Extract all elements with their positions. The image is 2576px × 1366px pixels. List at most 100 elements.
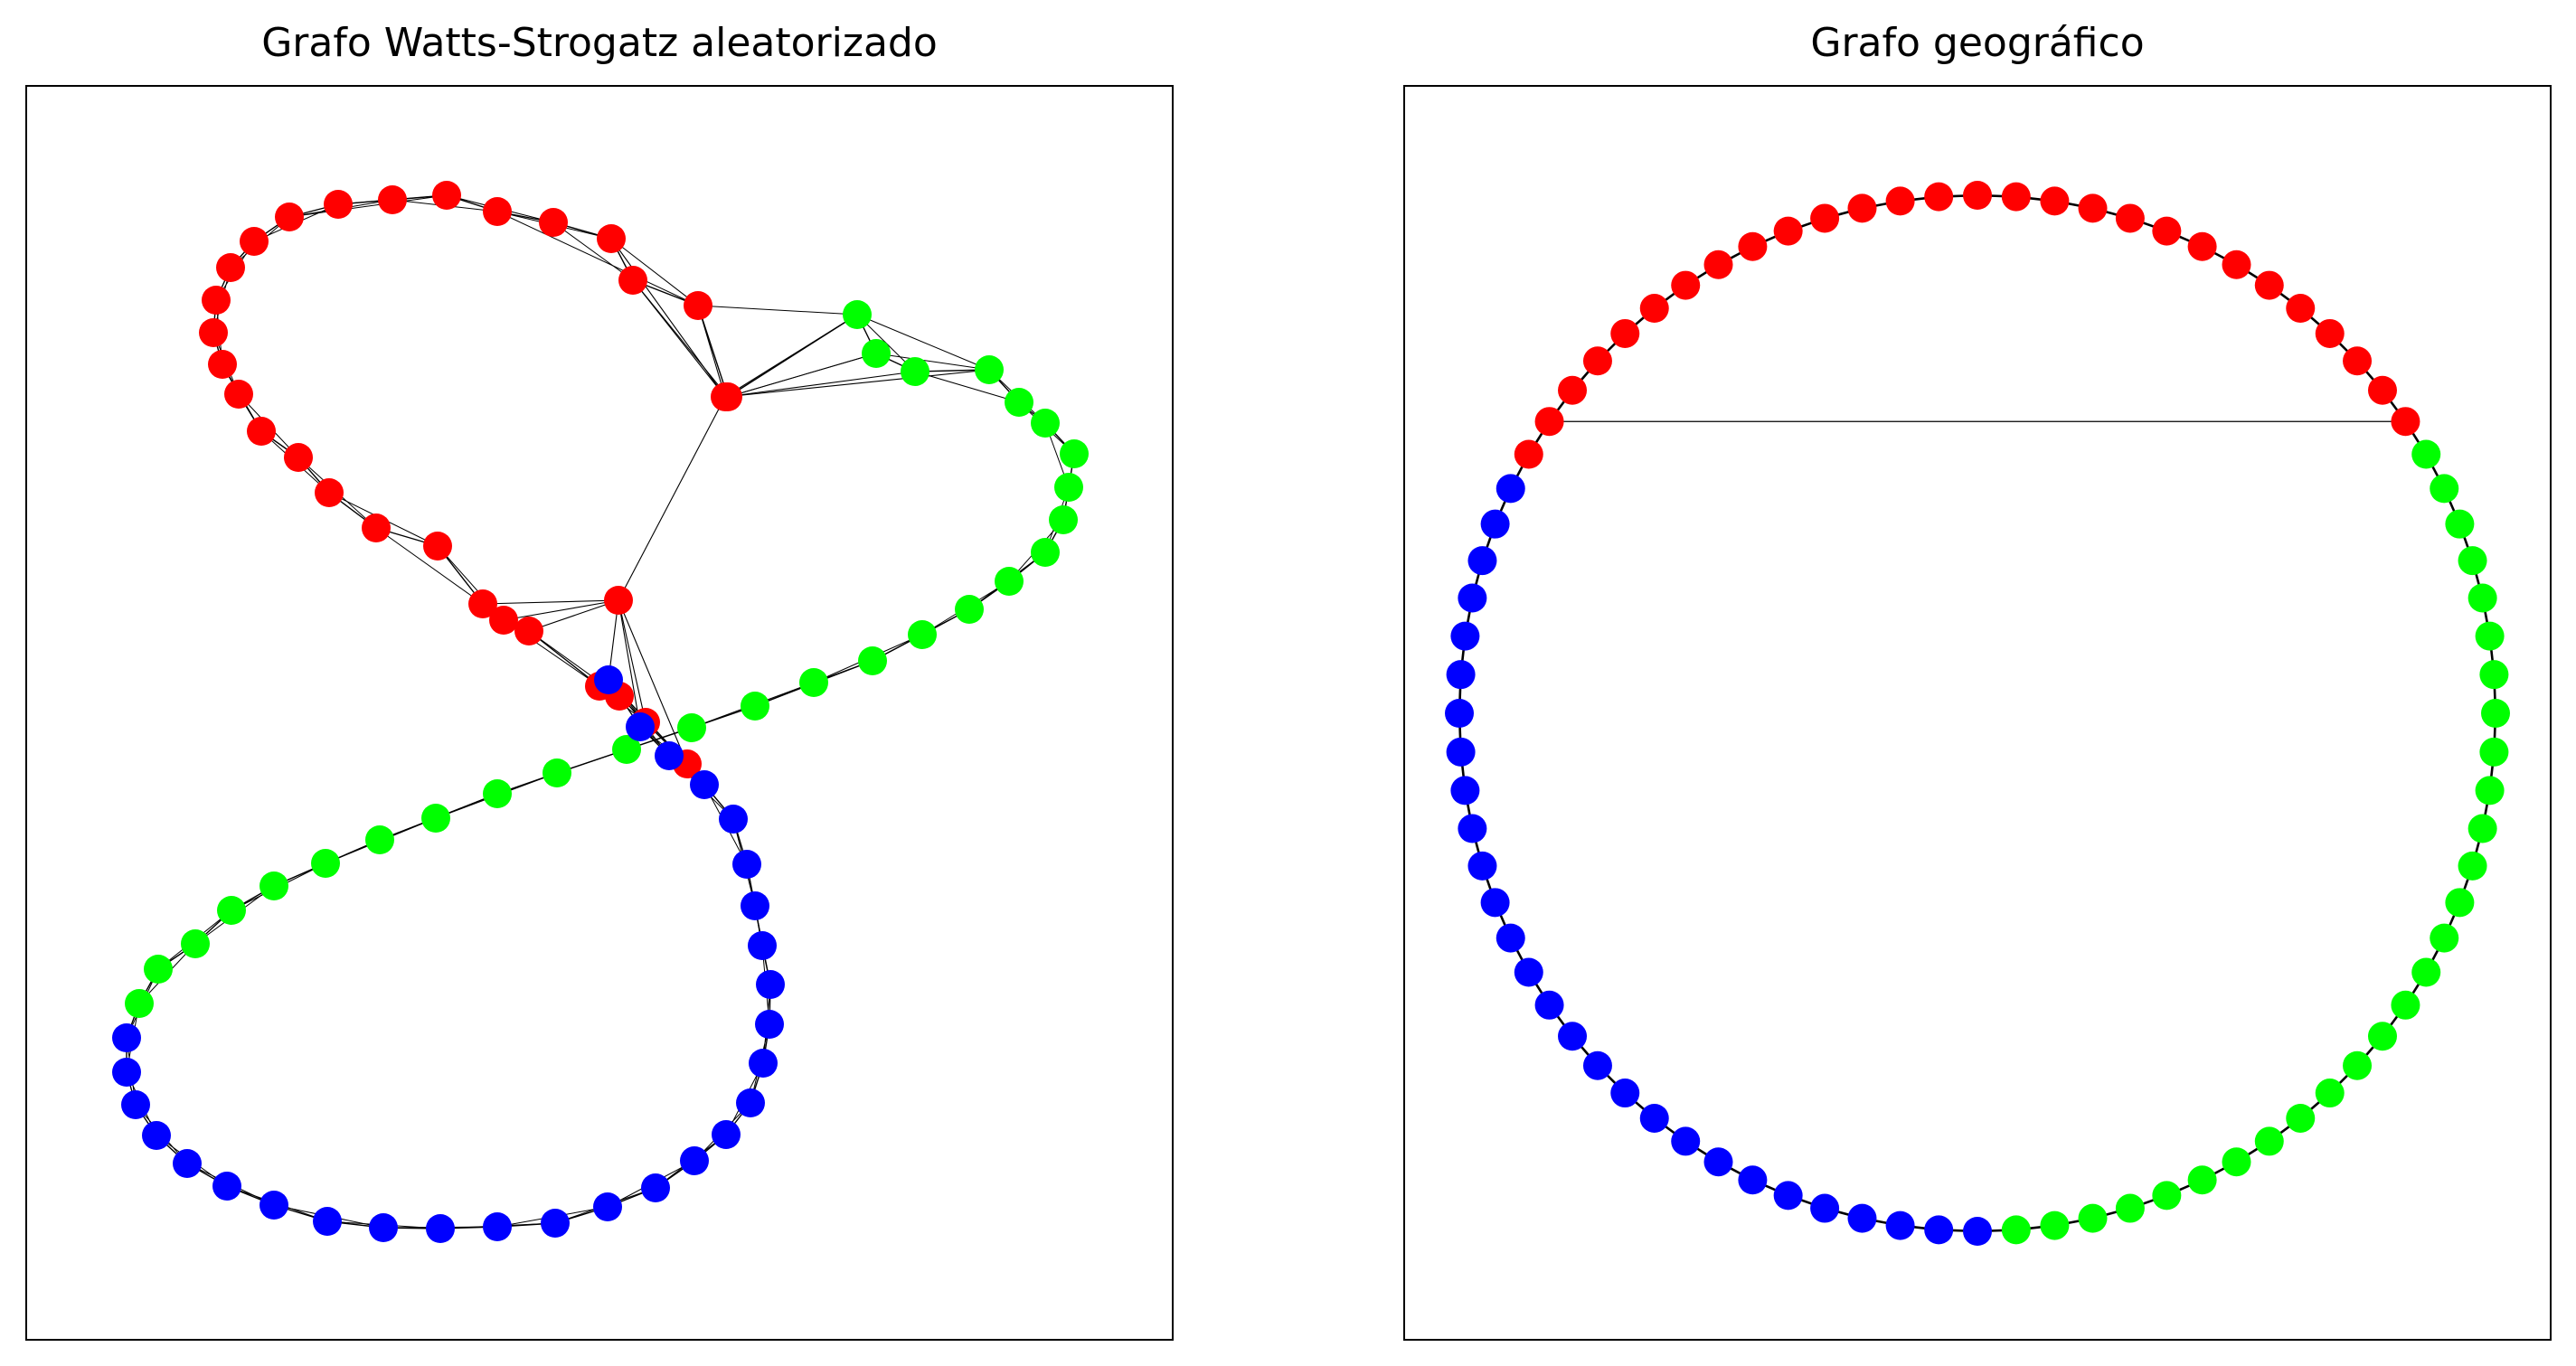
graph-node [1810, 1193, 1840, 1223]
graph-node [749, 1049, 778, 1078]
graph-node [711, 382, 740, 411]
graph-node [369, 1213, 398, 1242]
graph-edge [618, 599, 646, 723]
graph-edge [724, 371, 916, 398]
graph-edge [914, 371, 1020, 403]
graph-node [2315, 1079, 2345, 1108]
graph-node [1703, 250, 1733, 279]
graph-node [1060, 439, 1089, 468]
graph-edge [288, 194, 448, 218]
graph-node [1558, 375, 1588, 405]
graph-node [1963, 181, 1992, 210]
graph-node [732, 850, 761, 879]
graph-edge [503, 599, 619, 621]
graph-node [858, 646, 887, 675]
graph-node [2475, 776, 2505, 805]
graph-node [1446, 737, 1476, 767]
graph-node [284, 443, 313, 472]
graph-node [748, 931, 777, 960]
graph-edge [496, 211, 699, 306]
graph-node [2222, 1147, 2251, 1177]
graph-edge [528, 599, 619, 632]
graph-node [2479, 660, 2509, 690]
graph-node [1514, 957, 1543, 987]
graph-node [275, 203, 304, 231]
graph-node [541, 1209, 570, 1238]
graph-node [756, 970, 785, 999]
graph-edge [618, 599, 688, 765]
graph-node [483, 1212, 512, 1241]
graph-node [741, 692, 769, 721]
graph-node [483, 779, 512, 808]
graph-node [144, 955, 173, 984]
graph-node [2115, 1193, 2145, 1223]
graph-node [378, 185, 407, 214]
graph-node [2467, 583, 2497, 613]
graph-node [112, 1058, 141, 1087]
graph-node [426, 1214, 455, 1243]
graph-node [1738, 1165, 1768, 1195]
graph-edge [618, 599, 641, 728]
graph-node [1582, 346, 1612, 376]
graph-node [626, 712, 655, 741]
graph-node [2187, 231, 2217, 261]
graph-node [680, 1146, 709, 1175]
graph-node [2430, 923, 2459, 953]
graph-node [736, 1088, 765, 1117]
graph-node [2458, 546, 2487, 576]
geographic-graph [1445, 181, 2510, 1246]
graph-node [259, 871, 288, 900]
graph-edge [552, 221, 634, 281]
graph-node [655, 741, 684, 770]
graph-node [2078, 1203, 2108, 1233]
graph-node [423, 532, 452, 561]
graph-node [901, 357, 929, 386]
graph-node [612, 735, 641, 764]
graph-node [618, 266, 647, 295]
graph-node [468, 589, 497, 618]
graph-node [2445, 888, 2475, 918]
graph-node [2445, 509, 2475, 539]
graph-node [2040, 1211, 2070, 1240]
graph-node [247, 417, 276, 446]
graph-node [2479, 737, 2509, 767]
graph-node [755, 1010, 784, 1039]
graph-node [2115, 203, 2145, 233]
graph-node [324, 190, 353, 219]
graph-node [1703, 1147, 1733, 1177]
graph-node [2458, 851, 2487, 881]
graph-node [1963, 1217, 1992, 1246]
graph-edge [618, 396, 726, 601]
graph-node [593, 1192, 622, 1221]
graph-node [1458, 583, 1487, 613]
graph-edge [610, 238, 699, 306]
graph-node [202, 286, 231, 315]
graph-node [539, 208, 568, 237]
graph-node [1534, 407, 1564, 437]
graph-node [208, 350, 237, 379]
left-panel-title: Grafo Watts-Strogatz aleatorizado [261, 20, 938, 66]
graph-node [1810, 203, 1840, 233]
graph-edge [697, 305, 726, 398]
graph-node [799, 668, 828, 697]
graph-node [1450, 776, 1480, 805]
graph-node [1514, 439, 1543, 469]
graph-node [432, 181, 461, 210]
graph-node [112, 1023, 141, 1052]
graph-node [2411, 439, 2441, 469]
graph-edge [610, 238, 726, 398]
graph-node [1467, 546, 1497, 576]
graph-edge [697, 305, 858, 316]
graph-node [2481, 699, 2510, 728]
graph-node [908, 620, 937, 649]
graph-node [2411, 957, 2441, 987]
graph-node [125, 989, 154, 1018]
graph-node [2343, 346, 2373, 376]
graph-edge [875, 353, 990, 371]
graph-node [365, 825, 394, 854]
graph-edge [482, 599, 619, 605]
graph-node [975, 355, 1004, 384]
graph-node [543, 758, 571, 787]
graph-node [1639, 1103, 1669, 1133]
